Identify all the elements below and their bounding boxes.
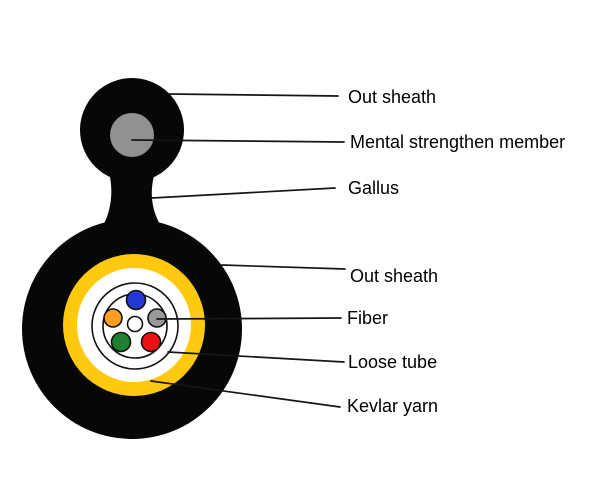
fiber-dot-orange xyxy=(103,308,123,328)
leader-line-out-sheath-main xyxy=(221,264,346,270)
gallus-neck xyxy=(102,172,162,228)
strength-member-core xyxy=(110,113,154,157)
leader-line-strength-member xyxy=(131,139,345,143)
label-out-sheath-main: Out sheath xyxy=(350,266,439,286)
leader-line-fiber xyxy=(156,317,342,320)
fiber-dot-green xyxy=(110,331,132,353)
label-gallus: Gallus xyxy=(348,178,400,198)
leader-line-kevlar-yarn xyxy=(150,380,341,408)
label-out-sheath-top: Out sheath xyxy=(348,87,437,107)
fiber-dot-red xyxy=(140,331,162,353)
label-kevlar-yarn: Kevlar yarn xyxy=(347,396,439,416)
leader-line-loose-tube xyxy=(167,351,345,363)
fiber-dot-gray xyxy=(147,308,167,328)
label-mental-strengthen-member: Mental strengthen member xyxy=(350,132,566,152)
fiber-dot-blue xyxy=(125,289,147,311)
center-filler-dot xyxy=(126,315,144,333)
leader-line-out-sheath-top xyxy=(168,93,339,97)
leader-line-gallus xyxy=(151,187,336,199)
label-loose-tube: Loose tube xyxy=(348,352,438,372)
label-fiber: Fiber xyxy=(347,308,389,328)
